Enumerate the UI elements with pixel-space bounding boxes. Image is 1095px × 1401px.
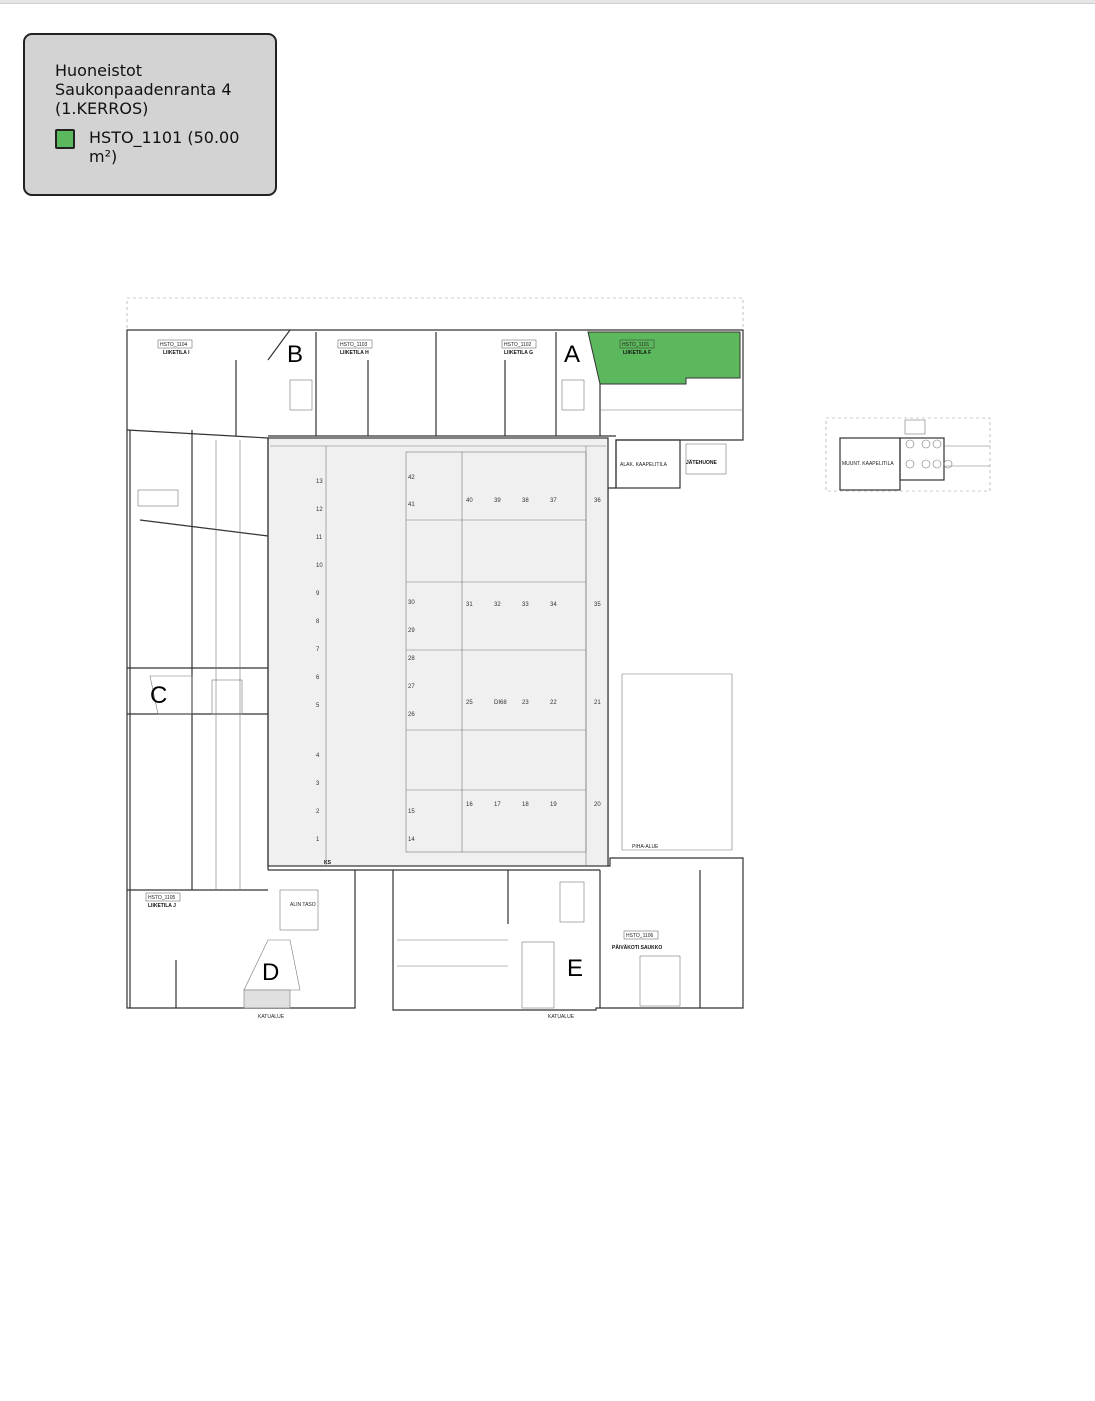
street-label-2: KATUALUE xyxy=(548,1014,575,1020)
svg-text:PÄIVÄKOTI SAUKKO: PÄIVÄKOTI SAUKKO xyxy=(612,944,662,951)
parking-stall-label: 9 xyxy=(316,591,320,597)
parking-stall-label: DI68 xyxy=(494,700,507,706)
svg-text:LIIKETILA J: LIIKETILA J xyxy=(148,903,176,909)
svg-text:HSTO_1101: HSTO_1101 xyxy=(622,342,650,348)
stairwell-e: E xyxy=(567,955,583,982)
yard-label: PIHA-ALUE xyxy=(632,844,659,850)
parking-stall-label: 19 xyxy=(550,802,557,808)
legend-item[interactable]: HSTO_1101 (50.00 m²) xyxy=(55,128,275,166)
parking-stall-label: 28 xyxy=(408,656,415,662)
svg-text:HSTO_1106: HSTO_1106 xyxy=(626,933,654,939)
unit-label-hsto-1102[interactable]: HSTO_1102 LIIKETILA G xyxy=(501,339,537,356)
parking-stall-label: 1 xyxy=(316,837,320,843)
canopy-line xyxy=(126,297,744,331)
parking-stall-label: 5 xyxy=(316,703,320,709)
parking-stall-label: 2 xyxy=(316,809,320,815)
stairwell-d: D xyxy=(262,959,279,986)
waste-room-label: JÄTEHUONE xyxy=(686,459,718,466)
unit-label-hsto-1106[interactable]: HSTO_1106 PÄIVÄKOTI SAUKKO xyxy=(612,930,662,951)
parking-stall-label: 37 xyxy=(550,498,557,504)
parking-stall-label: 4 xyxy=(316,753,320,759)
parking-stall-label: 21 xyxy=(594,700,601,706)
parking-stall-label: 17 xyxy=(494,802,501,808)
unit-label-hsto-1105[interactable]: HSTO_1105 LIIKETILA J xyxy=(145,892,181,909)
parking-stall-label: 36 xyxy=(594,498,601,504)
parking-stall-label: 3 xyxy=(316,781,320,787)
parking-stall-label: 30 xyxy=(408,600,415,606)
parking-stall-label: 15 xyxy=(408,809,415,815)
street-label-1: KATUALUE xyxy=(258,1014,285,1020)
legend-box: Huoneistot Saukonpaadenranta 4 (1.KERROS… xyxy=(23,33,277,196)
top-border xyxy=(0,0,1095,4)
unit-hsto-1101-area[interactable] xyxy=(587,331,741,385)
unit-label-hsto-1103[interactable]: HSTO_1103 LIIKETILA H xyxy=(337,339,373,356)
transformer-plan-boundary xyxy=(825,417,991,492)
parking-stall-label: 11 xyxy=(316,535,323,541)
parking-stall-label: 13 xyxy=(316,479,323,485)
svg-text:HSTO_1102: HSTO_1102 xyxy=(504,342,532,348)
cable-room-label: ALAK. KAAPELITILA xyxy=(620,462,668,468)
lowest-level-label: ALIN TASO xyxy=(290,902,316,908)
parking-stall-label: 7 xyxy=(316,647,320,653)
parking-stall-label: 33 xyxy=(522,602,529,608)
svg-text:LIIKETILA I: LIIKETILA I xyxy=(163,350,190,356)
parking-stall-label: 25 xyxy=(466,700,473,706)
parking-stall-label: 12 xyxy=(316,507,323,513)
parking-stall-label: 20 xyxy=(594,802,601,808)
parking-stall-label: 18 xyxy=(522,802,529,808)
parking-stall-label: 40 xyxy=(466,498,473,504)
svg-text:LIIKETILA G: LIIKETILA G xyxy=(504,350,533,356)
legend-item-label: HSTO_1101 (50.00 m²) xyxy=(89,128,240,166)
svg-text:LIIKETILA F: LIIKETILA F xyxy=(623,350,651,356)
svg-text:LIIKETILA H: LIIKETILA H xyxy=(340,350,369,356)
parking-stall-label: 38 xyxy=(522,498,529,504)
stairwell-a: A xyxy=(564,341,580,368)
ks-label: KS xyxy=(324,860,332,866)
unit-label-hsto-1101[interactable]: HSTO_1101 LIIKETILA F xyxy=(619,339,655,356)
parking-stall-label: 10 xyxy=(316,563,323,569)
parking-stall-label: 35 xyxy=(594,602,601,608)
parking-garage xyxy=(267,437,609,867)
stairwell-c: C xyxy=(150,682,167,709)
parking-stall-label: 22 xyxy=(550,700,557,706)
stairwell-b: B xyxy=(287,341,303,368)
parking-stall-label: 23 xyxy=(522,700,529,706)
parking-stall-label: 32 xyxy=(494,602,501,608)
svg-text:HSTO_1105: HSTO_1105 xyxy=(148,895,176,901)
parking-stall-label: 27 xyxy=(408,684,415,690)
parking-stall-label: 16 xyxy=(466,802,473,808)
svg-text:HSTO_1104: HSTO_1104 xyxy=(160,342,188,348)
parking-stall-label: 41 xyxy=(408,502,415,508)
parking-stall-label: 14 xyxy=(408,837,415,843)
parking-stall-label: 31 xyxy=(466,602,473,608)
unit-label-hsto-1104[interactable]: HSTO_1104 LIIKETILA I xyxy=(157,339,193,356)
parking-stall-label: 8 xyxy=(316,619,320,625)
parking-stall-label: 39 xyxy=(494,498,501,504)
parking-stall-label: 42 xyxy=(408,475,415,481)
transformer-label: MUUNT. KAAPELITILA xyxy=(842,461,894,467)
parking-stall-label: 29 xyxy=(408,628,415,634)
parking-stall-label: 26 xyxy=(408,712,415,718)
legend-swatch xyxy=(55,129,75,149)
svg-text:HSTO_1103: HSTO_1103 xyxy=(340,342,368,348)
parking-stall-label: 6 xyxy=(316,675,320,681)
legend-title: Huoneistot Saukonpaadenranta 4 (1.KERROS… xyxy=(55,61,232,118)
parking-stall-label: 34 xyxy=(550,602,557,608)
